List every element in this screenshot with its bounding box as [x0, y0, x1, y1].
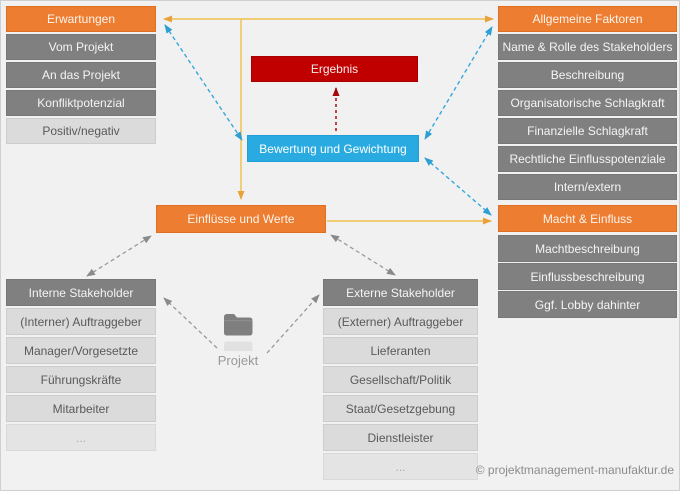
expectations-header: Erwartungen — [6, 6, 156, 32]
expectations-item: Konfliktpotenzial — [6, 90, 156, 116]
power-influence-item: Ggf. Lobby dahinter — [498, 291, 677, 318]
folder-icon — [224, 314, 253, 336]
project-node: Projekt — [204, 311, 272, 368]
evaluation-box: Bewertung und Gewichtung — [247, 135, 419, 162]
internal-stakeholders-item: ... — [6, 424, 156, 451]
general-factors-item: Beschreibung — [498, 62, 677, 88]
general-factors-item: Finanzielle Schlagkraft — [498, 118, 677, 144]
result-box: Ergebnis — [251, 56, 418, 82]
copyright-text: © projektmanagement-manufaktur.de — [475, 463, 674, 477]
expectations-item: An das Projekt — [6, 62, 156, 88]
internal-stakeholders-header: Interne Stakeholder — [6, 279, 156, 306]
external-stakeholders-item: Dienstleister — [323, 424, 478, 451]
external-stakeholders-item: (Externer) Auftraggeber — [323, 308, 478, 335]
power-influence-header: Macht & Einfluss — [498, 205, 677, 232]
internal-stakeholders-item: Manager/Vorgesetzte — [6, 337, 156, 364]
influences-values-box: Einflüsse und Werte — [156, 205, 326, 233]
external-stakeholders-item: Lieferanten — [323, 337, 478, 364]
expectations-item: Positiv/negativ — [6, 118, 156, 144]
external-stakeholders-header: Externe Stakeholder — [323, 279, 478, 306]
general-factors-item: Intern/extern — [498, 174, 677, 200]
power-influence-item: Einflussbeschreibung — [498, 263, 677, 290]
external-stakeholders-item: Staat/Gesetzgebung — [323, 395, 478, 422]
general-factors-item: Rechtliche Einflusspotenziale — [498, 146, 677, 172]
project-label: Projekt — [217, 353, 259, 368]
external-stakeholders-item: Gesellschaft/Politik — [323, 366, 478, 393]
folder-reflection — [204, 339, 272, 351]
expectations-item: Vom Projekt — [6, 34, 156, 60]
power-influence-item: Machtbeschreibung — [498, 235, 677, 262]
general-factors-item: Organisatorische Schlagkraft — [498, 90, 677, 116]
external-stakeholders-item: ... — [323, 453, 478, 480]
internal-stakeholders-item: Mitarbeiter — [6, 395, 156, 422]
general-factors-header: Allgemeine Faktoren — [498, 6, 677, 32]
internal-stakeholders-item: Führungskräfte — [6, 366, 156, 393]
internal-stakeholders-item: (Interner) Auftraggeber — [6, 308, 156, 335]
general-factors-item: Name & Rolle des Stakeholders — [498, 34, 677, 60]
